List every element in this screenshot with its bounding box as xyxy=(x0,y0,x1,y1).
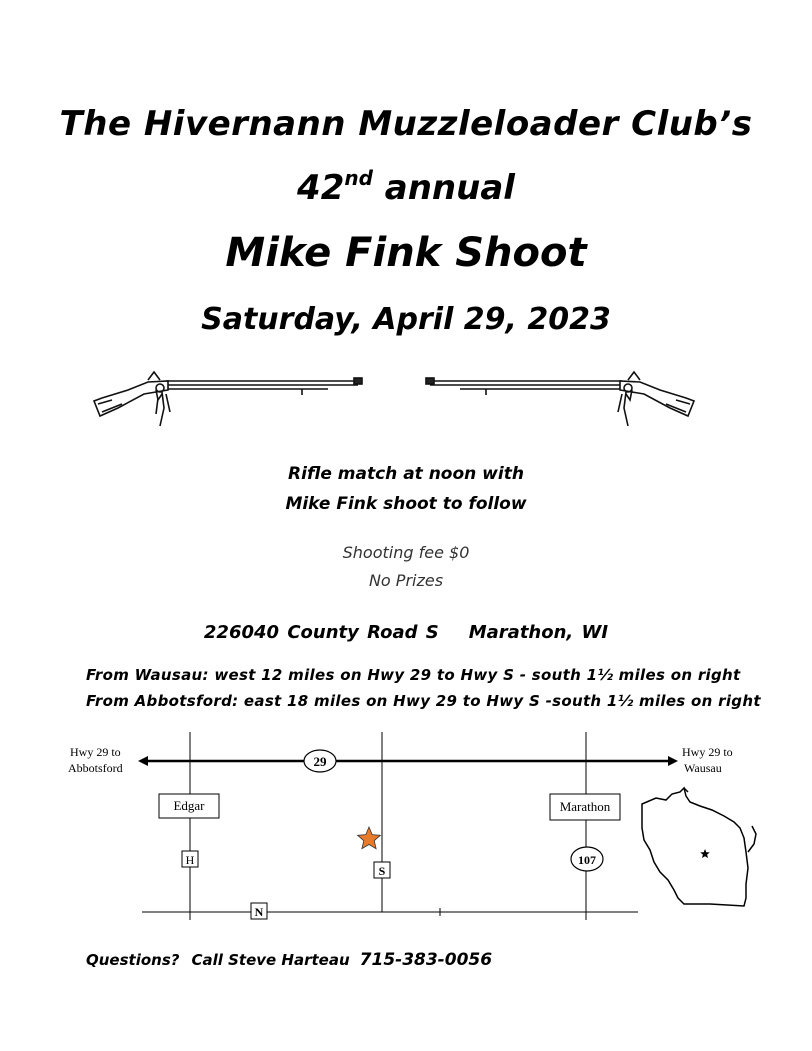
anniversary-line: 42nd annual xyxy=(0,166,812,208)
match-line-1: Rifle match at noon with xyxy=(288,464,524,484)
location-map: Hwy 29 to Abbotsford Hwy 29 to Wausau 29… xyxy=(68,732,757,920)
town-marathon-box xyxy=(549,793,621,821)
town-edgar: Edgar xyxy=(173,798,205,813)
right-label-2: Wausau xyxy=(684,761,722,775)
road-n-box xyxy=(250,902,268,920)
road-s-box xyxy=(373,861,391,879)
left-label-1: Hwy 29 to xyxy=(70,745,121,759)
contact-name: Call Steve Harteau xyxy=(191,951,350,969)
event-date: Saturday, April 29, 2023 xyxy=(201,302,611,337)
contact-line: Questions? Call Steve Harteau 715-383-0056 xyxy=(86,950,492,970)
anniversary-suffix: nd xyxy=(344,166,373,190)
marathon-location-dot-icon xyxy=(700,849,710,858)
directions-from-wausau: From Wausau: west 12 miles on Hwy 29 to … xyxy=(86,666,741,684)
address: 226040 County Road S Marathon, WI xyxy=(0,622,812,643)
left-label-2: Abbotsford xyxy=(68,761,123,775)
shooting-fee: Shooting fee $0 xyxy=(342,543,470,562)
road-h-box xyxy=(181,850,199,868)
match-line-2: Mike Fink shoot to follow xyxy=(285,494,527,514)
club-title: The Hivernann Muzzleloader Club’s xyxy=(59,104,753,144)
hwy-107-shield-icon xyxy=(570,846,604,872)
town-marathon: Marathon xyxy=(560,799,611,814)
hwy-107-label: 107 xyxy=(578,853,596,867)
event-title: Mike Fink Shoot xyxy=(225,230,587,276)
address-city: Marathon, WI xyxy=(468,622,609,643)
town-edgar-box xyxy=(158,793,220,819)
hwy-29-label: 29 xyxy=(314,754,328,769)
anniversary-word: annual xyxy=(372,168,515,208)
road-h: H xyxy=(186,853,195,867)
anniversary-number: 42 xyxy=(297,168,345,208)
rifle-right-icon xyxy=(425,370,696,427)
wisconsin-outline-icon xyxy=(641,786,757,907)
location-star-icon xyxy=(356,825,382,850)
hwy-29-shield-icon xyxy=(303,749,337,773)
address-street: 226040 County Road S xyxy=(203,622,439,643)
contact-phone: 715-383-0056 xyxy=(359,950,493,970)
directions-from-abbotsford: From Abbotsford: east 18 miles on Hwy 29… xyxy=(86,692,761,710)
road-n: N xyxy=(255,905,264,919)
questions-prefix: Questions? xyxy=(86,951,180,969)
rifle-left-icon xyxy=(92,370,363,427)
prizes: No Prizes xyxy=(368,571,444,590)
right-label-1: Hwy 29 to xyxy=(682,745,733,759)
road-s: S xyxy=(379,864,386,878)
